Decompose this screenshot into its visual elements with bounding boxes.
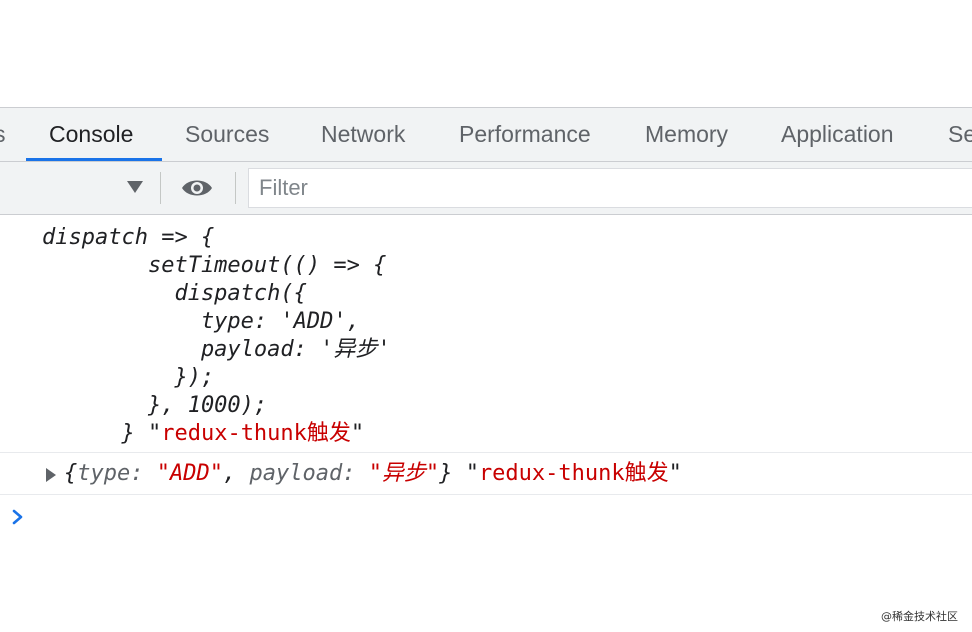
active-tab-indicator xyxy=(26,158,162,161)
brace: } xyxy=(439,461,453,486)
code-line: }, 1000); xyxy=(42,393,268,418)
toolbar-divider xyxy=(235,172,236,204)
code-line: dispatch({ xyxy=(42,281,307,306)
string-value: redux-thunk触发 xyxy=(161,421,351,446)
devtools-tab-bar: s Console Sources Network Performance Me… xyxy=(0,107,972,162)
object-preview[interactable]: {type: "ADD", payload: "异步"} "redux-thun… xyxy=(64,461,682,486)
code-line: setTimeout(() => { xyxy=(42,253,387,278)
brace: { xyxy=(64,461,78,486)
expand-triangle-icon[interactable] xyxy=(46,468,56,482)
toolbar-divider xyxy=(160,172,161,204)
tab-network[interactable]: Network xyxy=(321,121,406,147)
console-toolbar xyxy=(0,162,972,215)
code-line: } "redux-thunk触发" xyxy=(42,420,391,448)
object-value: "ADD" xyxy=(156,461,223,486)
tab-application[interactable]: Application xyxy=(781,121,894,147)
string-value: redux-thunk触发 xyxy=(478,461,669,486)
code-line: dispatch => { xyxy=(42,225,215,250)
page-blank-area xyxy=(0,0,972,107)
code-line: }); xyxy=(42,365,215,390)
watermark-text: @稀金技术社区 xyxy=(881,610,958,623)
console-prompt-icon[interactable] xyxy=(10,508,26,526)
string-quote: " xyxy=(147,421,162,446)
code-text: } xyxy=(42,421,148,446)
code-line: type: 'ADD', xyxy=(42,309,360,334)
chevron-down-icon[interactable] xyxy=(127,181,143,193)
console-output: dispatch => { setTimeout(() => { dispatc… xyxy=(0,216,972,632)
tab-security-partial[interactable]: Se xyxy=(948,121,972,147)
tab-performance[interactable]: Performance xyxy=(459,121,591,147)
function-log-message: dispatch => { setTimeout(() => { dispatc… xyxy=(42,224,391,448)
tab-sources[interactable]: Sources xyxy=(185,121,270,147)
code-line: payload: '异步' xyxy=(42,337,391,362)
string-quote: " xyxy=(350,421,365,446)
string-quote: " xyxy=(668,461,682,486)
tab-memory[interactable]: Memory xyxy=(645,121,729,147)
log-divider xyxy=(0,494,972,495)
log-divider xyxy=(0,452,972,453)
object-key: type xyxy=(77,461,131,486)
filter-input[interactable] xyxy=(248,168,972,208)
eye-icon[interactable] xyxy=(180,176,214,200)
object-key: payload xyxy=(249,461,343,486)
tab-console[interactable]: Console xyxy=(49,121,134,147)
tab-elements-partial[interactable]: s xyxy=(0,108,6,161)
object-value: "异步" xyxy=(368,461,440,486)
string-quote: " xyxy=(465,461,479,486)
object-log-message: {type: "ADD", payload: "异步"} "redux-thun… xyxy=(0,456,972,492)
